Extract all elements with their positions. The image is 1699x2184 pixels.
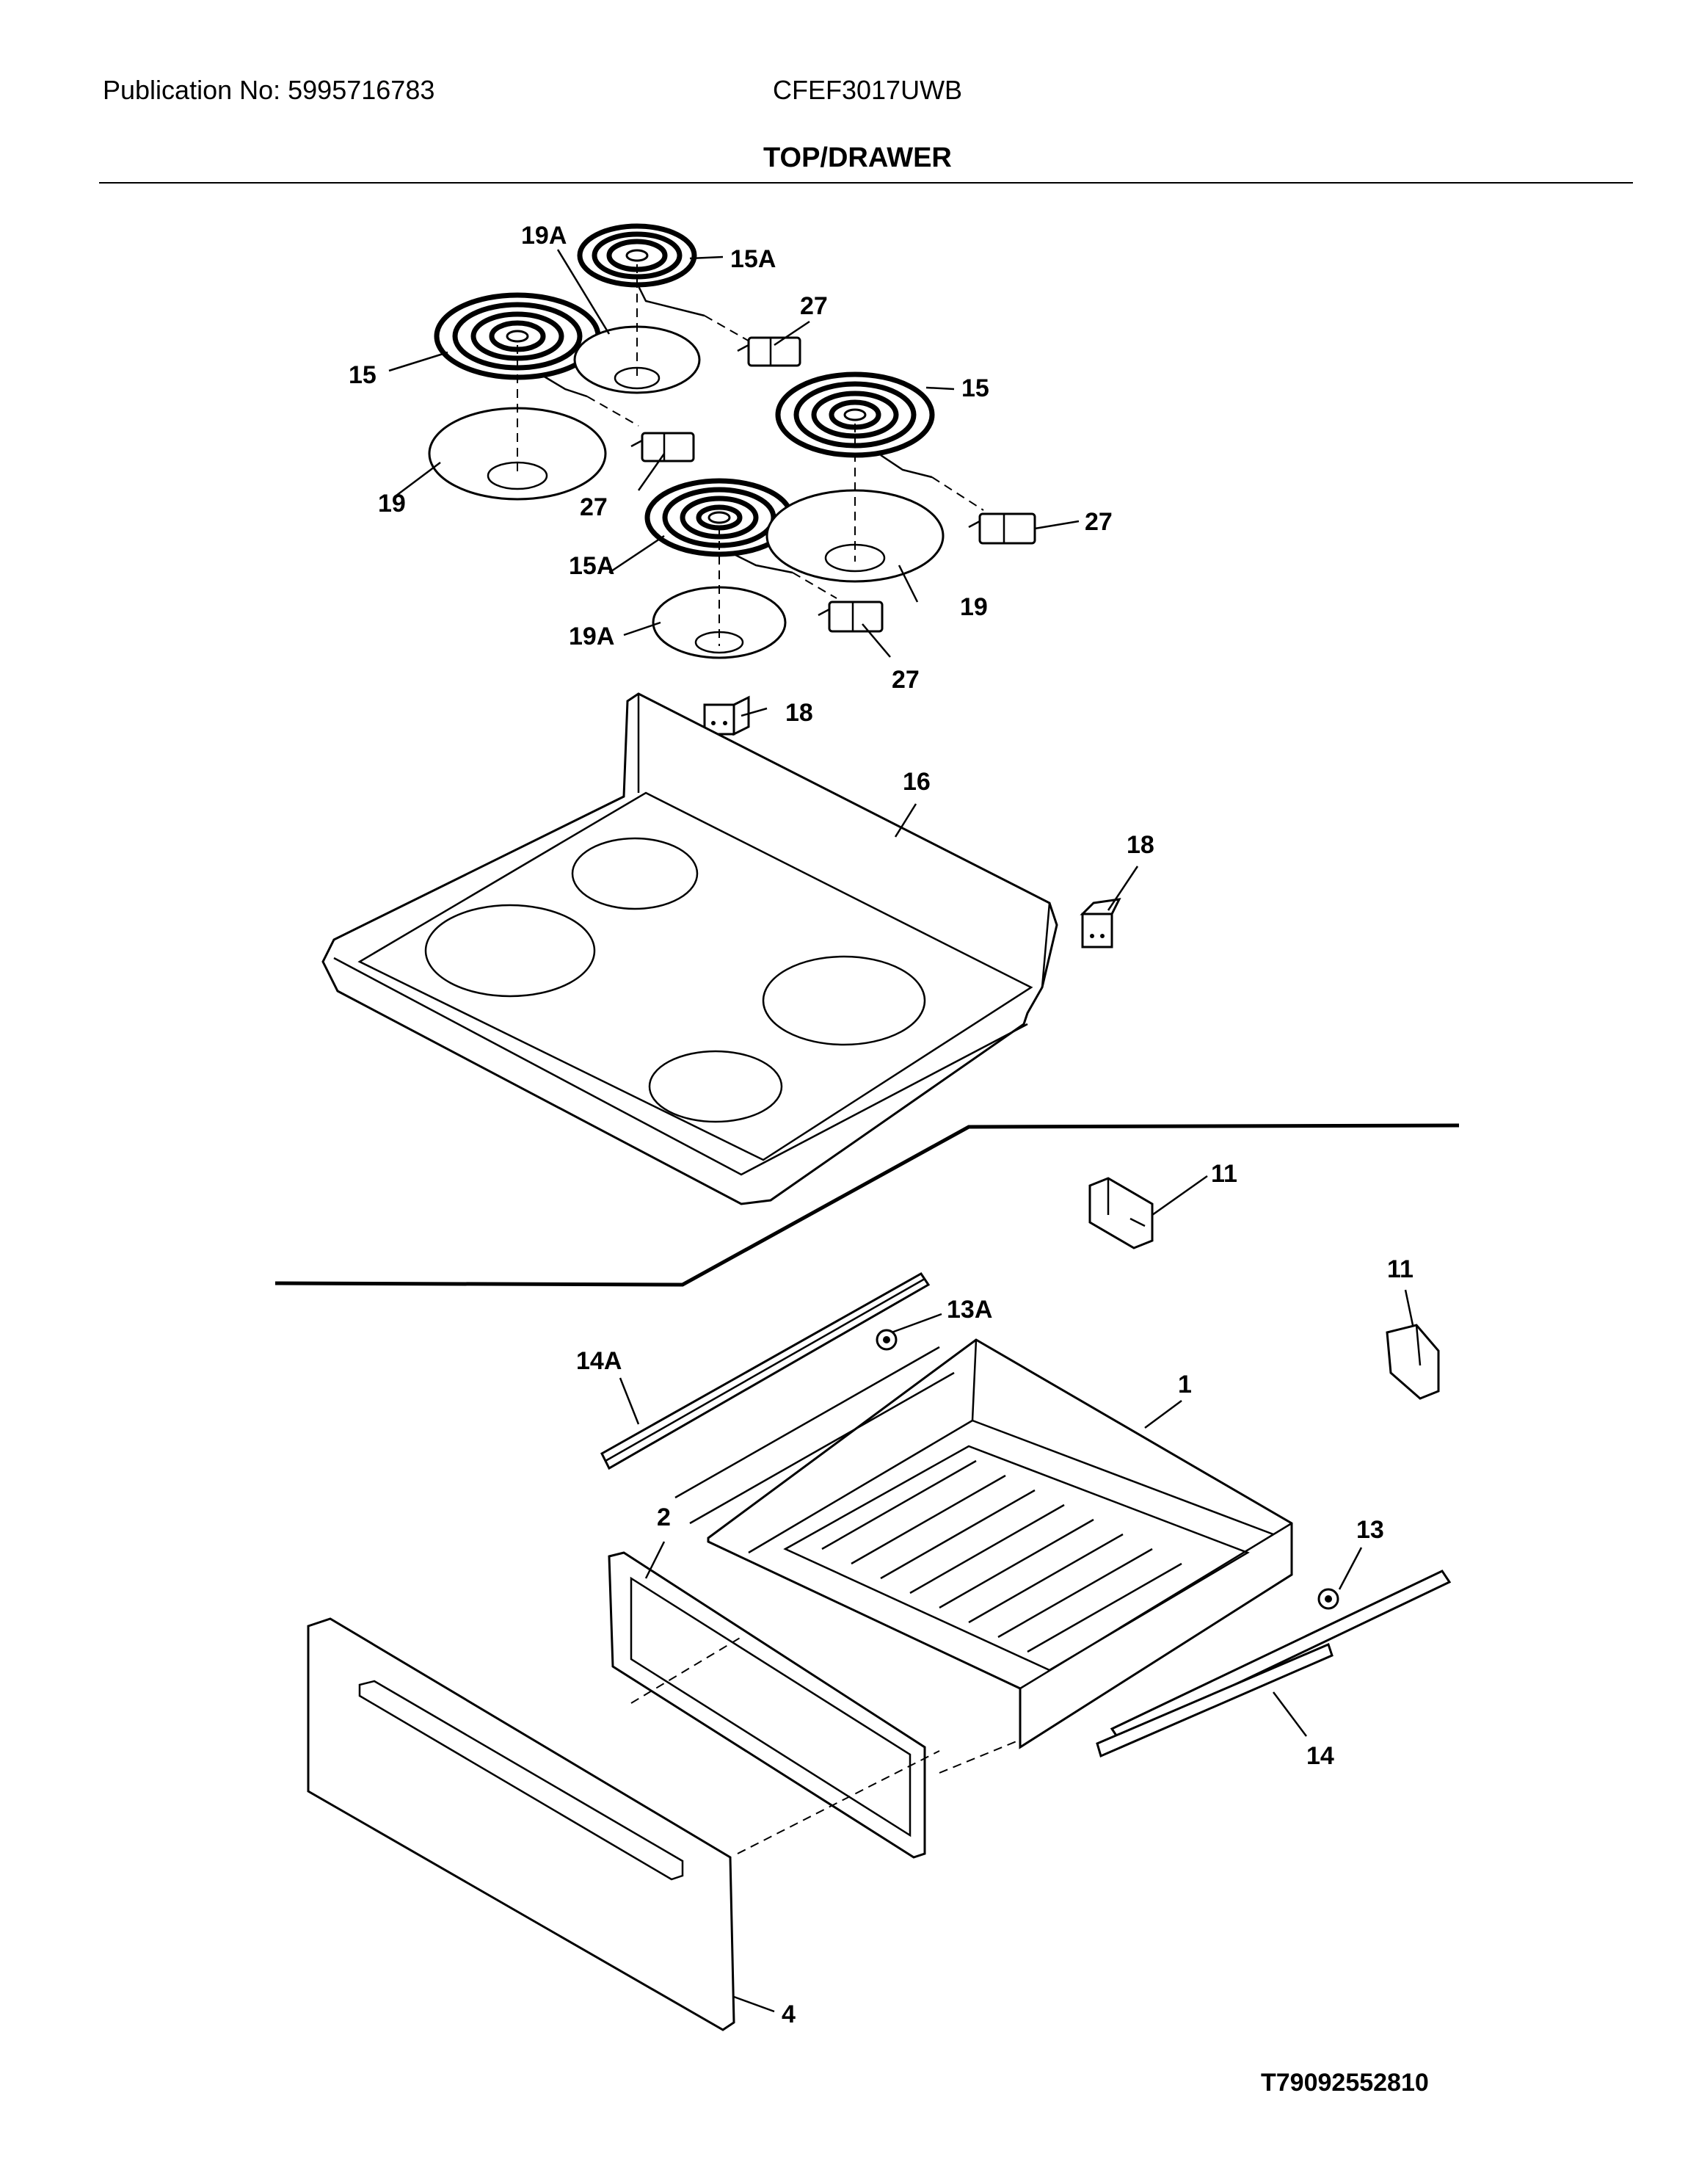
publication-number: Publication No: 5995716783 <box>103 75 435 105</box>
section-divider <box>274 1123 1460 1287</box>
receptacle-27-c <box>968 512 1036 545</box>
surface-element-15a-top <box>577 223 705 317</box>
model-number: CFEF3017UWB <box>773 75 963 105</box>
drawer-front-4 <box>307 1617 735 2031</box>
bracket-18-right <box>1080 898 1121 948</box>
callout-19-right: 19 <box>960 593 988 621</box>
callout-19a-bottom: 19A <box>569 623 614 650</box>
callout-15-left: 15 <box>349 361 376 389</box>
callout-15-right: 15 <box>961 374 989 402</box>
callout-18-right: 18 <box>1127 831 1154 859</box>
callout-15a-bottom: 15A <box>569 552 614 580</box>
drawer-panel-2 <box>608 1551 926 1859</box>
callout-4: 4 <box>782 2000 796 2028</box>
drawer-body-1 <box>674 1338 1293 1749</box>
bracket-11-a <box>1088 1177 1154 1249</box>
callout-19-left: 19 <box>378 490 406 518</box>
receptacle-27-b <box>630 432 695 462</box>
main-top-16 <box>321 692 1058 1205</box>
callout-14a: 14A <box>576 1347 622 1375</box>
callout-1: 1 <box>1178 1371 1192 1398</box>
callout-27-d: 27 <box>892 666 920 694</box>
callout-18-top: 18 <box>785 699 813 727</box>
surface-element-15-right <box>775 371 935 479</box>
callout-27-b: 27 <box>580 493 608 521</box>
bracket-11-b <box>1386 1324 1440 1400</box>
callout-16: 16 <box>903 768 931 796</box>
callout-27-c: 27 <box>1085 508 1113 536</box>
callout-27-a: 27 <box>800 292 828 320</box>
callout-2: 2 <box>657 1503 671 1531</box>
drawing-code: T79092552810 <box>1261 2069 1429 2097</box>
callout-14: 14 <box>1306 1742 1334 1770</box>
callout-13: 13 <box>1356 1516 1384 1544</box>
roller-13 <box>1317 1588 1339 1610</box>
callout-13a: 13A <box>947 1296 992 1324</box>
drawer-slide-14 <box>1096 1570 1452 1758</box>
receptacle-27-a <box>737 336 801 367</box>
receptacle-27-d <box>818 601 884 633</box>
callout-19a-top: 19A <box>521 222 567 250</box>
drawer-slide-14a <box>600 1272 931 1470</box>
roller-13a <box>876 1329 898 1351</box>
callout-11-a: 11 <box>1211 1160 1237 1188</box>
leader-lines <box>388 249 1414 2013</box>
header-rule <box>99 182 1633 184</box>
callout-15a-top: 15A <box>730 245 776 273</box>
callout-11-b: 11 <box>1387 1255 1414 1283</box>
page-title: TOP/DRAWER <box>763 142 952 173</box>
